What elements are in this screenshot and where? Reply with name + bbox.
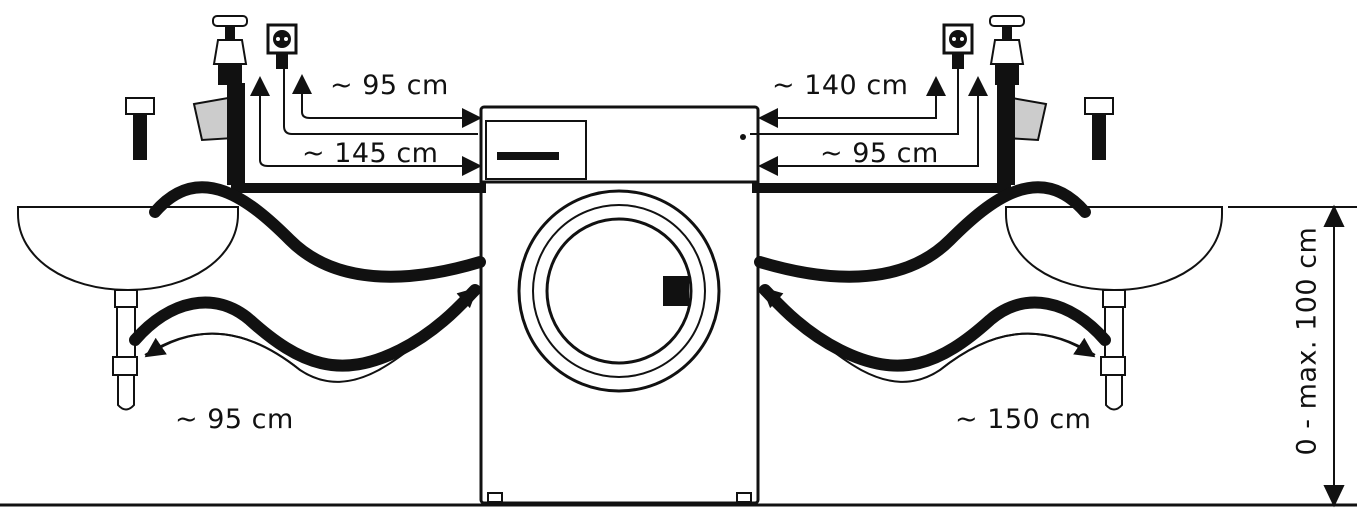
label-top-left-lower: ~ 145 cm [302, 138, 439, 169]
wall-bolt-right [1084, 97, 1114, 160]
label-top-right-upper: ~ 140 cm [772, 70, 909, 101]
wall-bolt-left [125, 97, 155, 160]
washing-machine [479, 105, 760, 505]
label-bottom-right: ~ 150 cm [955, 404, 1092, 435]
power-outlet-left [266, 23, 298, 69]
height-dimension [1228, 204, 1357, 508]
label-top-right-lower: ~ 95 cm [820, 138, 939, 169]
inlet-hose-right [752, 182, 1011, 193]
sink-left [17, 206, 239, 411]
label-top-left-upper: ~ 95 cm [330, 70, 449, 101]
water-tap-right [989, 15, 1048, 185]
sink-right [1005, 206, 1223, 411]
dimension-arrows [144, 68, 1096, 383]
label-height: 0 - max. 100 cm [1291, 226, 1323, 456]
power-outlet-right [942, 23, 974, 69]
inlet-hose-left [231, 182, 486, 193]
label-bottom-left: ~ 95 cm [175, 404, 294, 435]
water-tap-left [192, 15, 248, 185]
